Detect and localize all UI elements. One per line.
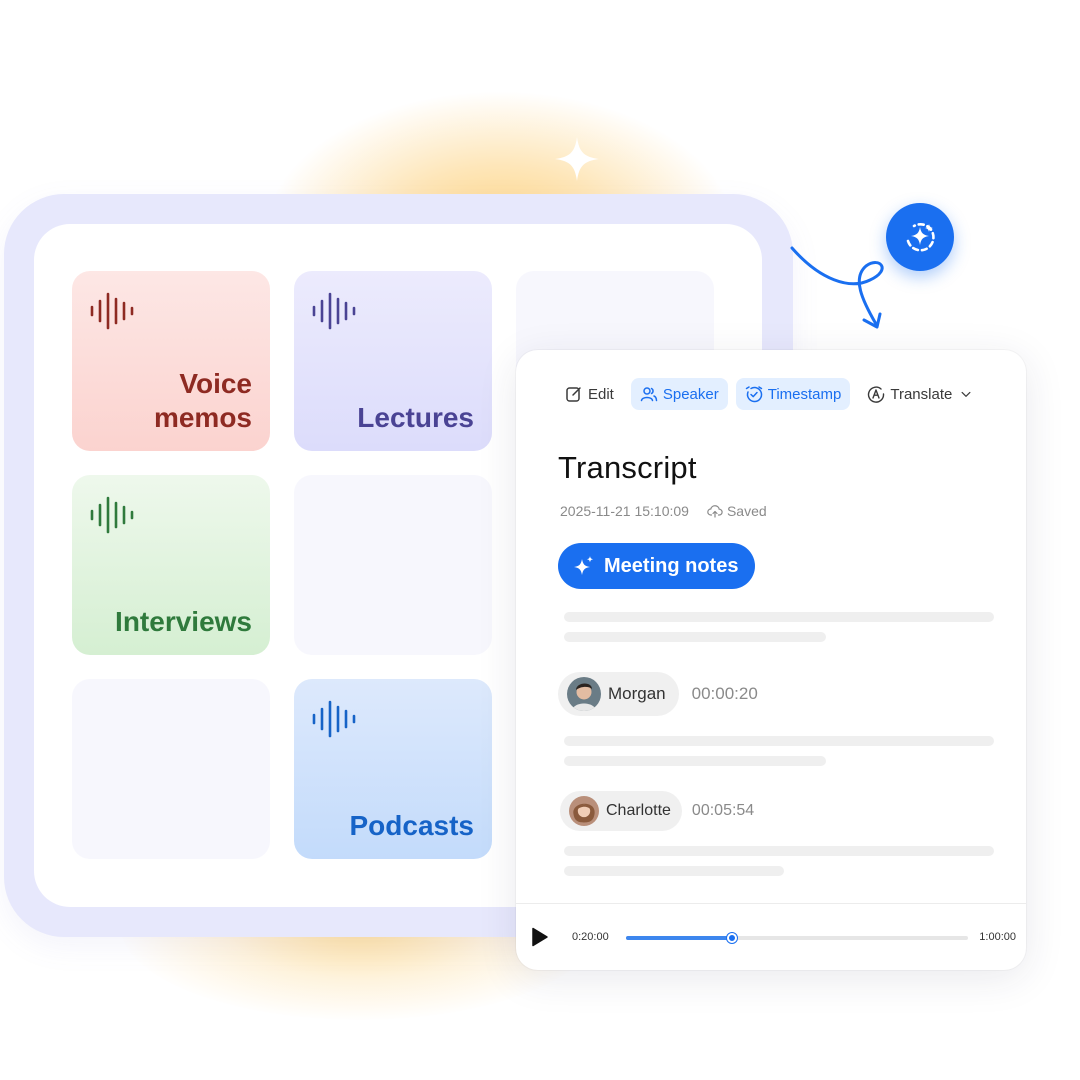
transcript-date: 2025-11-21 15:10:09	[560, 503, 689, 519]
speaker-label: Speaker	[662, 385, 719, 403]
cloud-upload-icon	[707, 505, 723, 518]
edit-label: Edit	[588, 385, 614, 403]
speaker-name: Charlotte	[606, 802, 671, 819]
text-placeholder-line	[564, 756, 826, 766]
curved-arrow-icon	[790, 246, 884, 329]
waveform-icon	[90, 292, 134, 330]
speaker-row-morgan: Morgan 00:00:20	[558, 672, 758, 716]
chevron-down-icon	[961, 391, 971, 397]
meeting-notes-button[interactable]: Meeting notes	[558, 543, 756, 589]
avatar	[567, 677, 601, 711]
sparkles-icon	[574, 556, 594, 575]
text-placeholder-line	[564, 612, 994, 622]
progress-fill	[626, 936, 733, 940]
tile-lectures[interactable]: Lectures	[294, 271, 492, 451]
speaker-button[interactable]: Speaker	[630, 378, 728, 410]
tile-voice-memos[interactable]: Voice memos	[72, 271, 270, 451]
tile-interviews[interactable]: Interviews	[72, 475, 270, 655]
translate-dropdown[interactable]: Translate	[858, 378, 982, 410]
sparkle-icon	[555, 137, 599, 181]
tile-label: Podcasts	[349, 810, 475, 841]
ai-sparkle-badge[interactable]	[886, 203, 954, 271]
speaker-chip[interactable]: Morgan	[558, 672, 679, 716]
transcript-panel: Edit Speaker Timestamp Transl	[516, 350, 1026, 970]
speaker-chip[interactable]: Charlotte	[560, 791, 682, 831]
page-title: Transcript	[558, 450, 697, 485]
text-placeholder-line	[564, 632, 826, 642]
total-time: 1:00:00	[979, 931, 1016, 943]
timestamp-label: Timestamp	[767, 385, 842, 403]
audio-player: 0:20:00 1:00:00	[516, 903, 1026, 970]
edit-icon	[566, 387, 581, 402]
translate-icon	[868, 386, 885, 403]
editor-toolbar: Edit Speaker Timestamp Transl	[556, 378, 982, 410]
tile-label: Lectures	[357, 402, 474, 433]
translate-label: Translate	[890, 385, 953, 403]
tile-empty	[72, 679, 270, 859]
waveform-icon	[312, 292, 356, 330]
current-time: 0:20:00	[572, 931, 609, 943]
text-placeholder-line	[564, 846, 994, 856]
tile-podcasts[interactable]: Podcasts	[294, 679, 492, 859]
speaker-timestamp[interactable]: 00:00:20	[691, 684, 758, 703]
progress-handle[interactable]	[727, 933, 738, 943]
speaker-name: Morgan	[608, 684, 666, 703]
play-icon[interactable]	[530, 926, 550, 948]
edit-button[interactable]: Edit	[556, 378, 623, 410]
users-icon	[640, 387, 658, 402]
waveform-icon	[312, 700, 356, 738]
tile-label: Interviews	[115, 606, 252, 637]
timestamp-icon	[745, 386, 762, 403]
text-placeholder-line	[564, 866, 784, 876]
transcript-meta: 2025-11-21 15:10:09 Saved	[560, 503, 767, 519]
text-placeholder-line	[564, 736, 994, 746]
speaker-row-charlotte: Charlotte 00:05:54	[560, 791, 754, 831]
saved-status: Saved	[707, 503, 767, 519]
tile-empty	[294, 475, 492, 655]
waveform-icon	[90, 496, 134, 534]
meeting-notes-label: Meeting notes	[604, 554, 739, 577]
timestamp-button[interactable]: Timestamp	[735, 378, 851, 410]
avatar	[569, 796, 599, 826]
progress-slider[interactable]	[626, 933, 968, 943]
ai-sparkle-icon	[906, 223, 935, 252]
tile-label: Voice memos	[153, 368, 252, 433]
speaker-timestamp[interactable]: 00:05:54	[691, 802, 755, 819]
saved-label: Saved	[726, 503, 767, 519]
